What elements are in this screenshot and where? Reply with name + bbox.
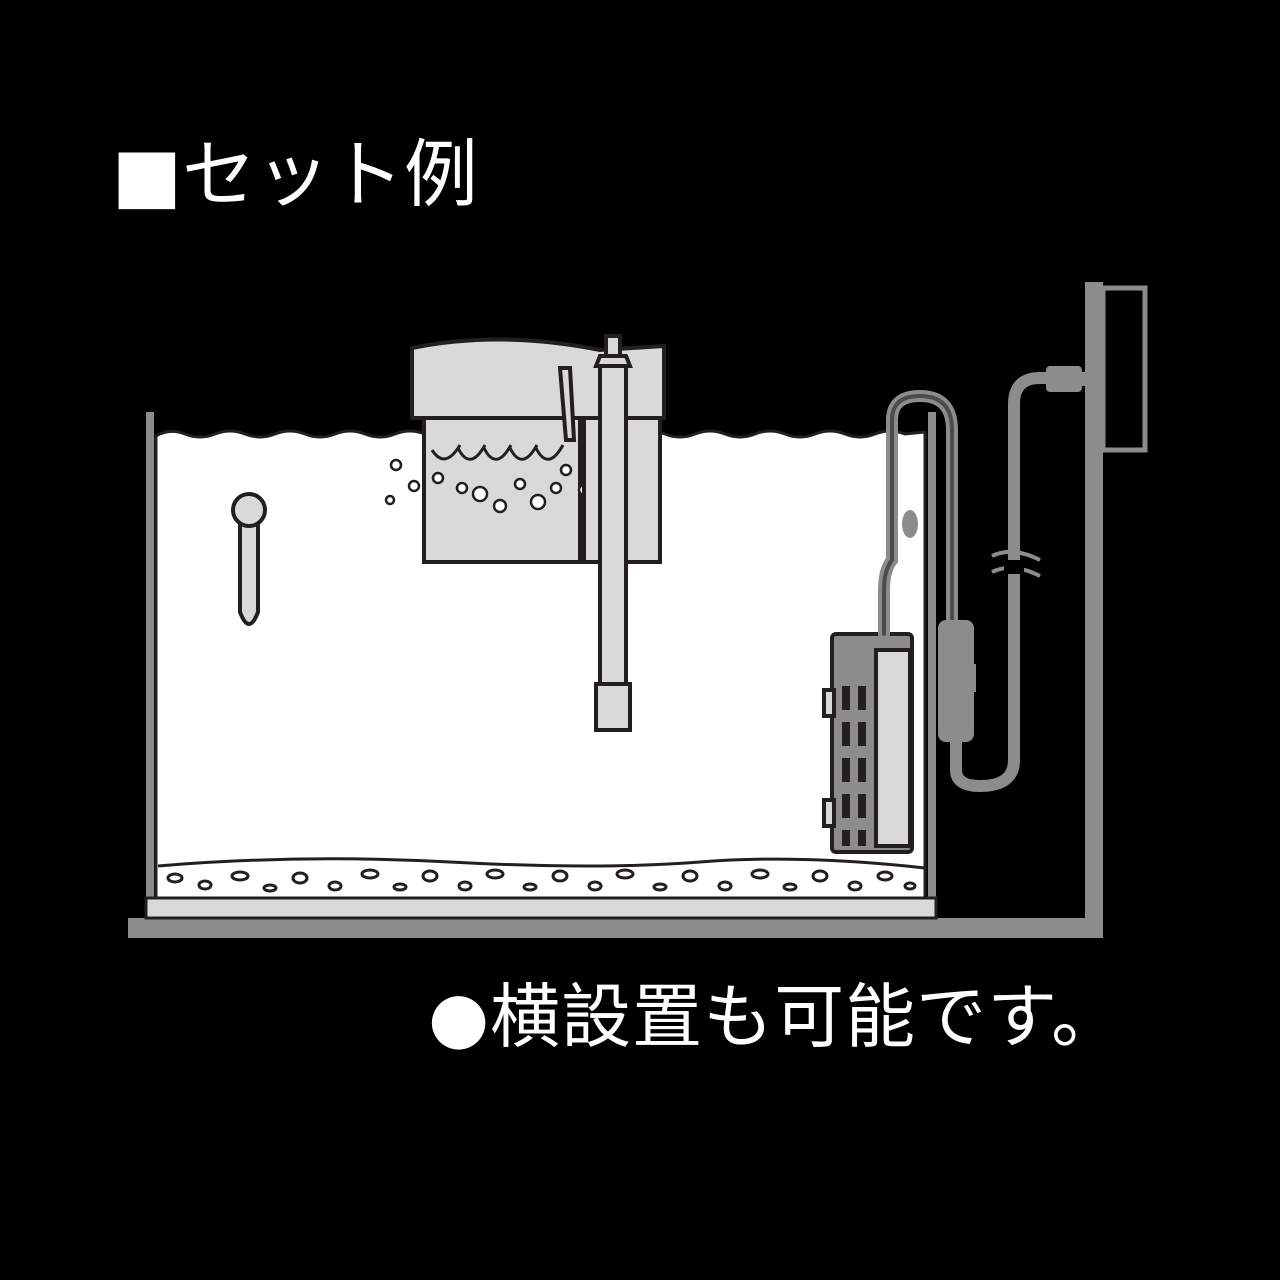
heater: [822, 632, 914, 854]
thermometer: [231, 492, 267, 626]
wall-outlet: [1100, 285, 1148, 453]
wall: [1085, 282, 1103, 938]
floor: [128, 918, 1103, 938]
cord-controller: [938, 620, 974, 742]
suction-cup: [902, 510, 918, 538]
tank-base: [144, 896, 938, 920]
hang-on-filter: [384, 334, 666, 732]
power-cord: [878, 366, 1088, 793]
caption-horizontal-install: ●横設置も可能です。: [428, 976, 1123, 1058]
aquarium-tank: [144, 412, 938, 920]
diagram-title: ■セット例: [112, 132, 478, 218]
gravel: [157, 857, 926, 893]
plug: [1046, 366, 1082, 392]
